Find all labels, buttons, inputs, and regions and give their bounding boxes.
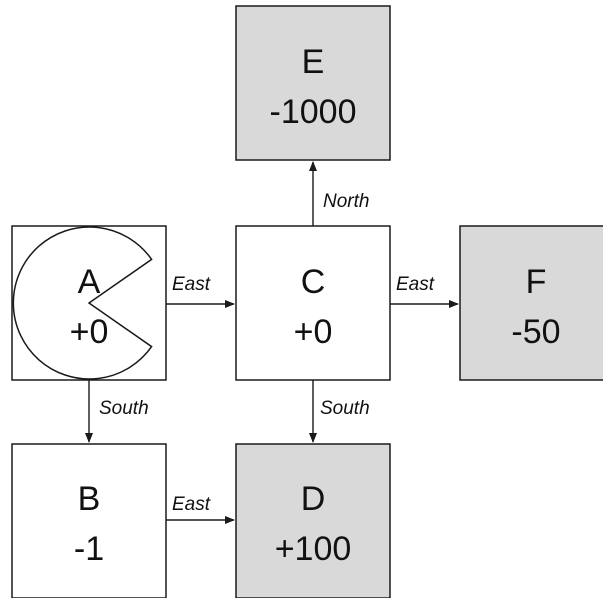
pacman-icon [12,226,153,380]
state-c-name: C [301,263,326,301]
state-e-name: E [302,43,325,81]
state-e-reward: -1000 [270,93,357,131]
state-f: F -50 [459,225,603,381]
edge-b-to-d: East [166,494,235,524]
state-c: C +0 [235,225,391,381]
state-a-reward: +0 [70,313,109,351]
edge-label-c-north: North [323,191,369,212]
state-e: E -1000 [235,5,391,161]
edge-label-c-east: East [396,274,435,295]
state-d-name: D [301,480,326,518]
edge-c-to-f: East [390,274,459,308]
state-d: D +100 [235,443,391,598]
state-c-reward: +0 [294,313,333,351]
edge-a-to-c: East [166,274,235,308]
state-b-name: B [78,480,101,518]
edge-a-to-b: South [85,380,149,443]
edge-label-a-east: East [172,274,211,295]
edge-label-b-east: East [172,494,211,515]
state-a: A +0 [11,225,167,381]
state-a-name: A [78,263,101,301]
state-b: B -1 [11,443,167,598]
edge-label-a-south: South [99,398,149,419]
state-f-reward: -50 [511,313,560,351]
edge-c-to-d: South [309,380,370,443]
edge-label-c-south: South [320,398,370,419]
state-b-reward: -1 [74,530,104,568]
edge-c-to-e: North [309,161,369,226]
state-d-reward: +100 [275,530,352,568]
state-f-name: F [526,263,547,301]
